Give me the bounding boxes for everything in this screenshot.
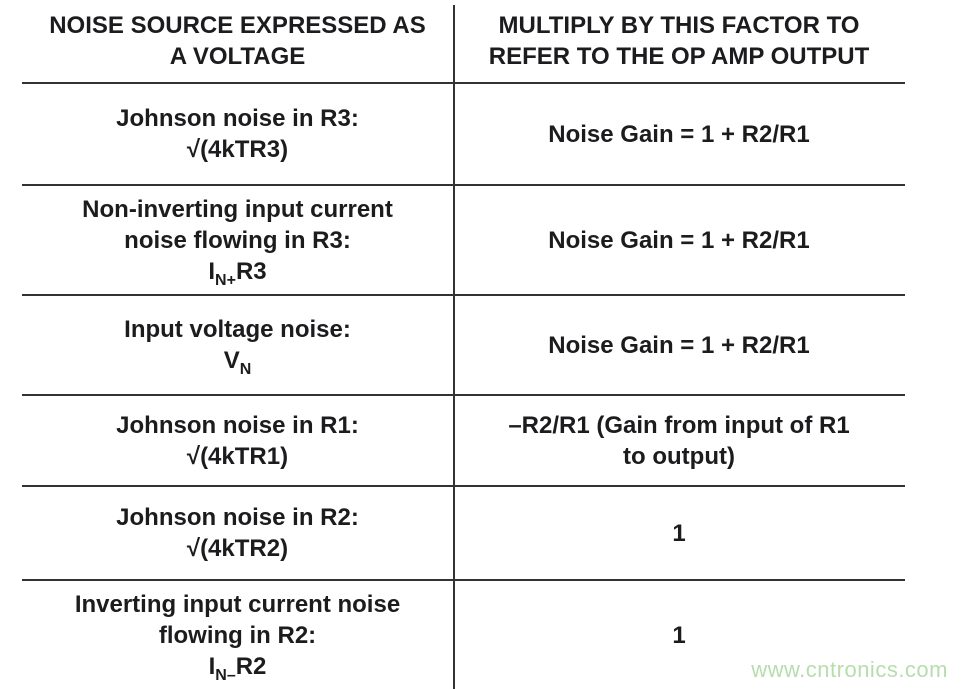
header-noise-source-line2: A VOLTAGE [169,43,306,70]
cell-text: Johnson noise in R1: [116,411,359,439]
cell-text: Noise Gain = 1 + R2/R1 [548,226,810,254]
cell-text: Input voltage noise: [124,316,351,343]
table-row: Johnson noise in R3: √(4kTR3) Noise Gain… [22,84,905,186]
factor-cell: Noise Gain = 1 + R2/R1 [453,186,905,294]
cell-formula: IN–R2 [208,651,267,684]
table-row: Non-inverting input current noise flowin… [22,186,905,296]
noise-source-table: NOISE SOURCE EXPRESSED AS A VOLTAGE MULT… [22,0,905,689]
table-row: Input voltage noise: VN Noise Gain = 1 +… [22,296,905,396]
noise-source-cell: Johnson noise in R3: √(4kTR3) [22,84,453,184]
cell-text: Non-inverting input current [82,195,393,223]
header-multiply-factor-line1: MULTIPLY BY THIS FACTOR TO [498,12,860,39]
cell-formula: √(4kTR1) [186,442,289,470]
header-noise-source-line1: NOISE SOURCE EXPRESSED AS [49,12,426,39]
table-row: Johnson noise in R2: √(4kTR2) 1 [22,487,905,581]
cell-formula: IN+R3 [208,256,267,289]
formula-subscript: N– [215,666,236,684]
cell-text: to output) [623,442,735,470]
noise-source-cell: Johnson noise in R1: √(4kTR1) [22,396,453,485]
cell-text: noise flowing in R3: [124,226,351,254]
noise-source-cell: Non-inverting input current noise flowin… [22,186,453,294]
watermark: www.cntronics.com [751,657,948,682]
factor-cell: Noise Gain = 1 + R2/R1 [453,296,905,394]
formula-subscript: N [239,360,252,378]
table-row: Inverting input current noise flowing in… [22,581,905,689]
formula-base: V [223,347,240,374]
formula-subscript: N+ [215,271,236,289]
noise-source-cell: Johnson noise in R2: √(4kTR2) [22,487,453,579]
cell-text: flowing in R2: [158,621,317,649]
factor-cell: 1 [453,487,905,579]
header-multiply-factor-line2: REFER TO THE OP AMP OUTPUT [488,43,870,70]
formula-base: I [208,652,216,680]
formula-base: I [208,257,216,285]
cell-text: 1 [672,519,686,547]
factor-cell: –R2/R1 (Gain from input of R1 to output) [453,396,905,485]
cell-formula: √(4kTR3) [186,136,289,163]
table-row: Johnson noise in R1: √(4kTR1) –R2/R1 (Ga… [22,396,905,487]
cell-text: Johnson noise in R3: [116,105,359,132]
cell-text: Johnson noise in R2: [116,504,359,531]
cell-text: 1 [672,621,686,649]
factor-cell: Noise Gain = 1 + R2/R1 [453,84,905,184]
cell-text: Noise Gain = 1 + R2/R1 [548,331,810,359]
noise-source-cell: Input voltage noise: VN [22,296,453,394]
formula-after: R3 [235,257,267,285]
header-cell-noise-source: NOISE SOURCE EXPRESSED AS A VOLTAGE [22,0,453,82]
formula-after: R2 [235,652,267,680]
column-divider-line [453,5,455,689]
cell-text: Inverting input current noise [74,590,401,618]
factor-cell: 1 [453,581,905,689]
noise-source-cell: Inverting input current noise flowing in… [22,581,453,689]
cell-formula: √(4kTR2) [186,535,289,562]
cell-text: –R2/R1 (Gain from input of R1 [508,411,850,439]
header-cell-multiply-factor: MULTIPLY BY THIS FACTOR TO REFER TO THE … [453,0,905,82]
cell-text: Noise Gain = 1 + R2/R1 [548,120,810,148]
cell-formula: VN [223,345,252,378]
table-header-row: NOISE SOURCE EXPRESSED AS A VOLTAGE MULT… [22,0,905,84]
